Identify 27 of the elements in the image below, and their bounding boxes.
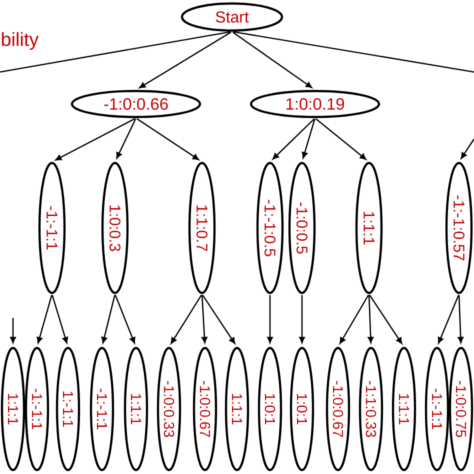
arrow (458, 295, 464, 344)
arrow (170, 294, 202, 344)
arrow (201, 295, 208, 344)
arrow (340, 294, 370, 344)
arrow (202, 294, 236, 344)
arrow (52, 294, 68, 344)
arrow (139, 32, 232, 88)
arrow (299, 295, 305, 344)
arrow (438, 294, 460, 344)
arrow (136, 118, 200, 160)
side-label: bility (2, 32, 39, 50)
arrow (368, 295, 374, 344)
arrow (272, 118, 315, 160)
arrow (116, 118, 136, 159)
arrow (460, 138, 474, 159)
arrow (10, 318, 16, 344)
arrow (369, 294, 402, 344)
arrow (315, 118, 366, 160)
branch-line (0, 31, 232, 73)
arrow (55, 118, 136, 161)
branch-line (232, 31, 474, 73)
arrow (302, 118, 316, 158)
arrow (114, 294, 136, 344)
arrow (36, 294, 52, 344)
arrow (101, 294, 116, 344)
arrow (267, 295, 273, 344)
arrow (232, 32, 312, 88)
